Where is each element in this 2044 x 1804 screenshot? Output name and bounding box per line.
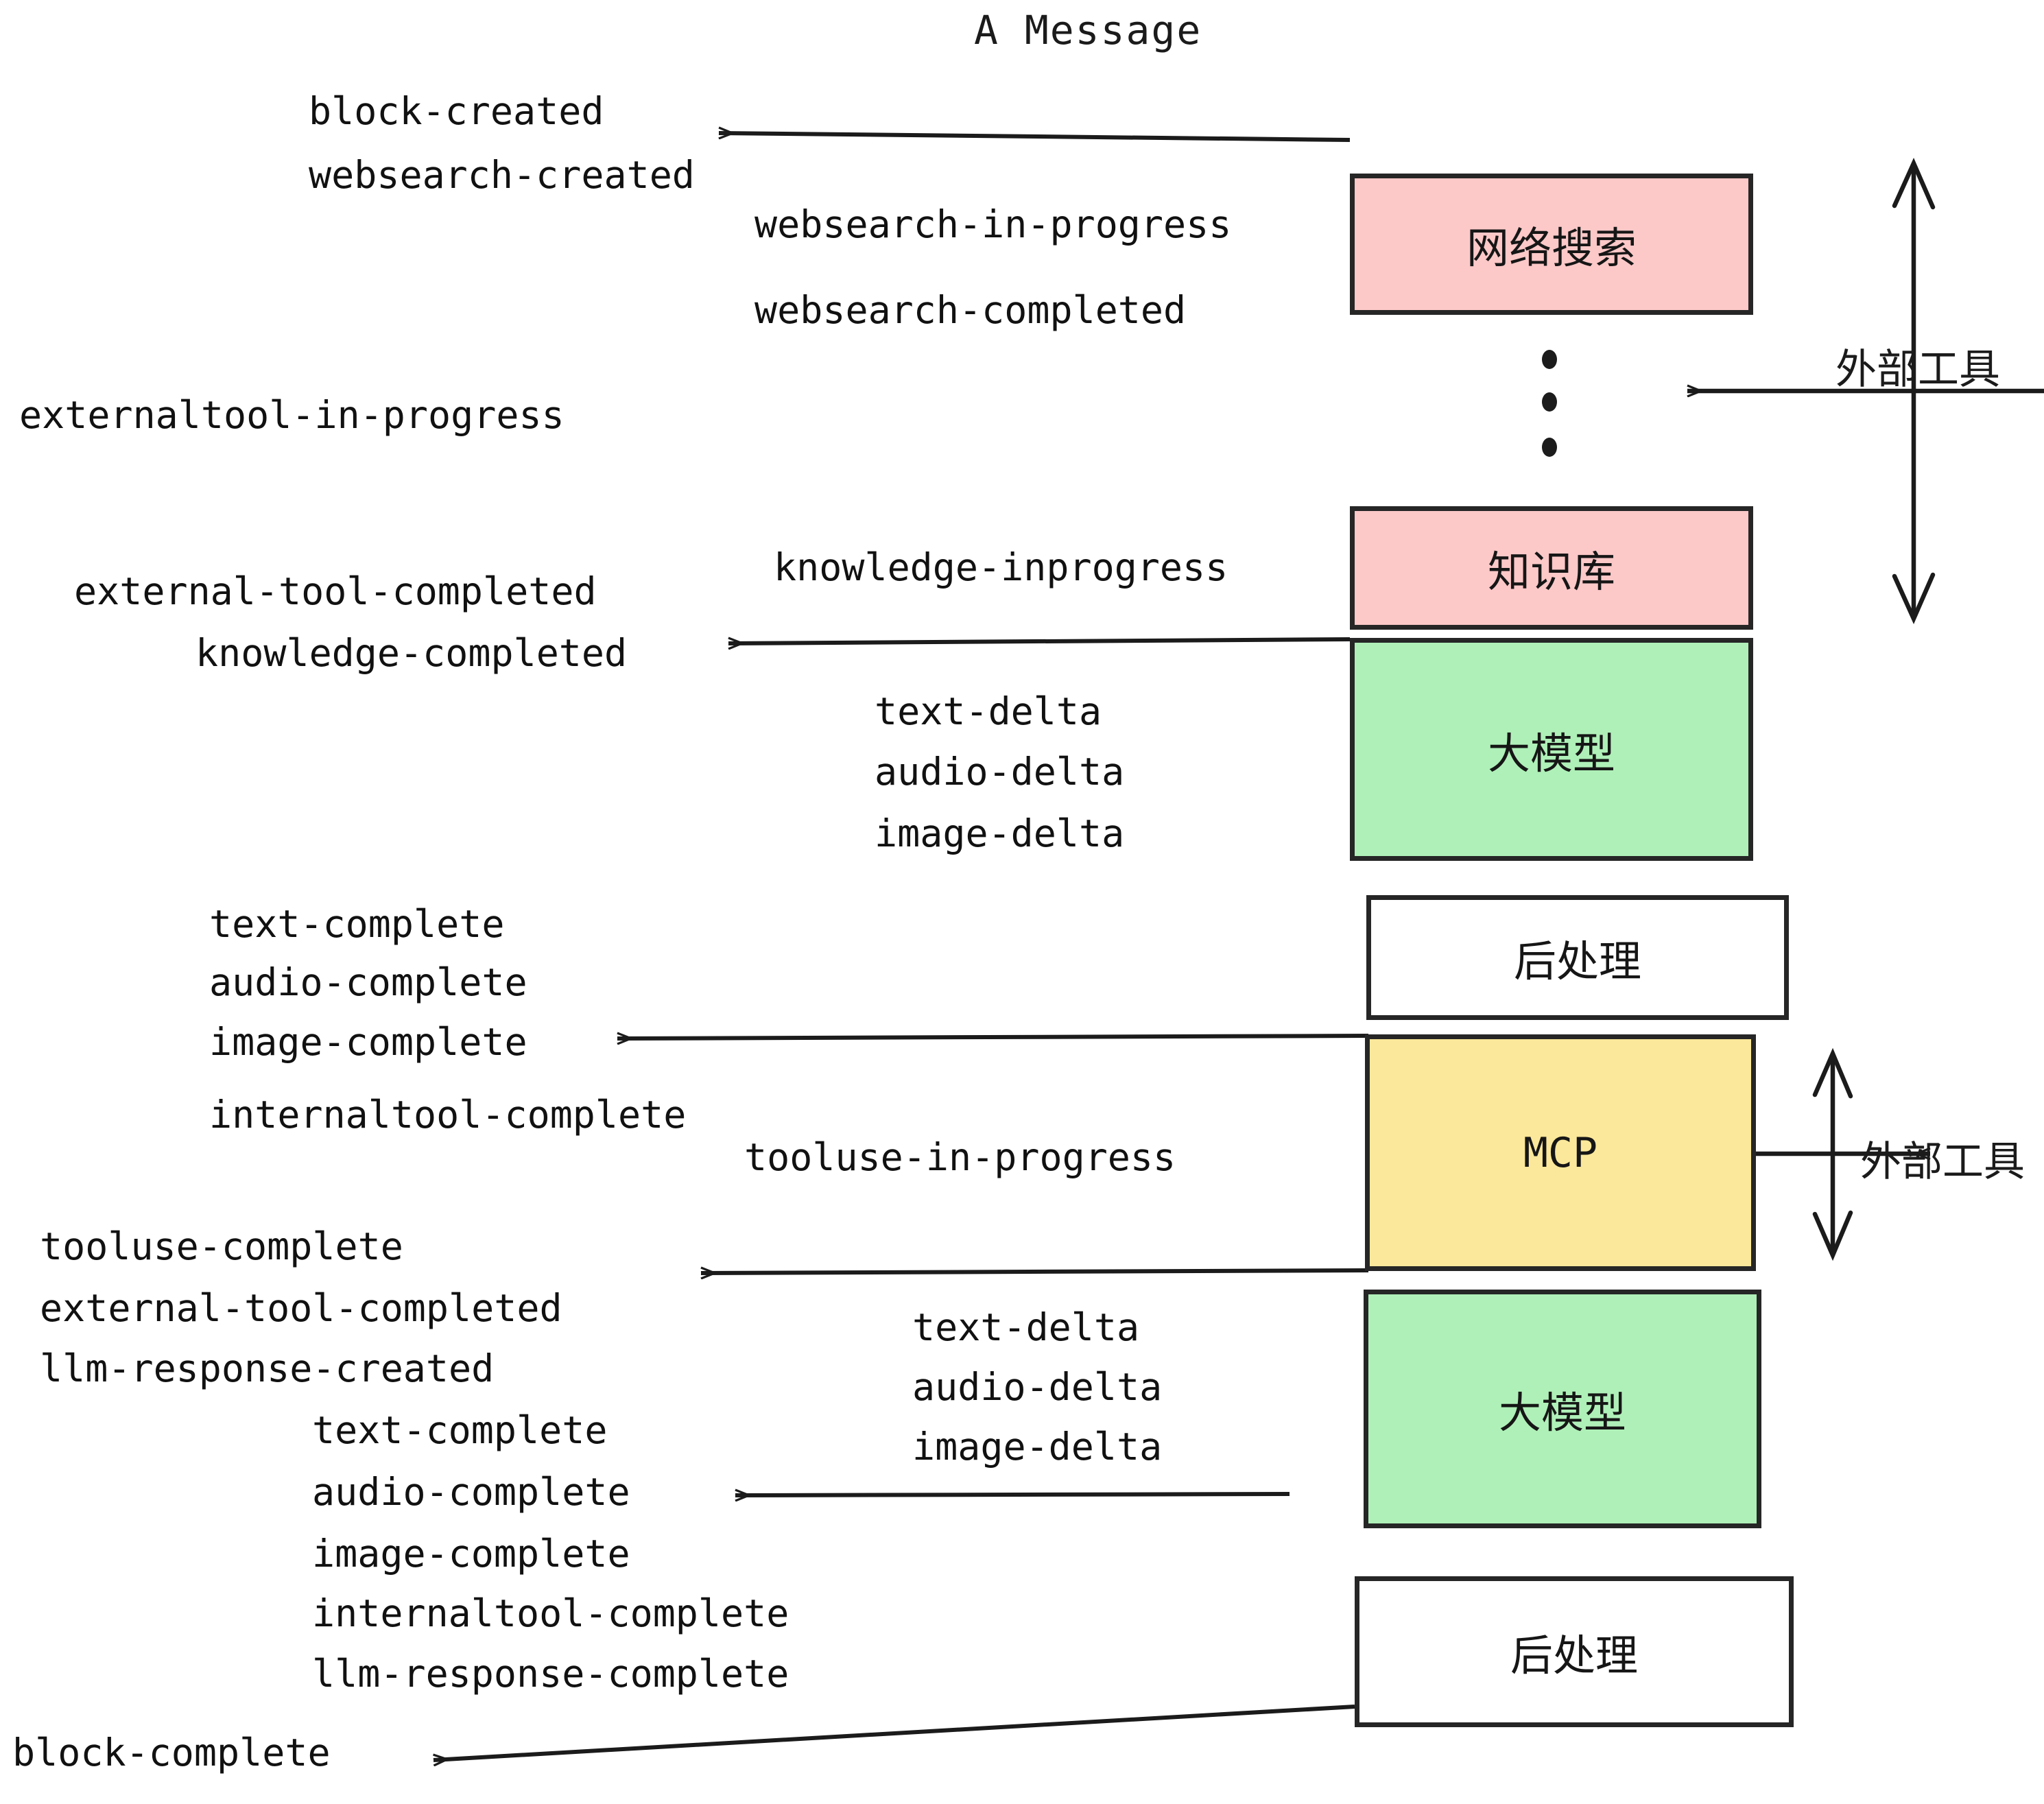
event-label-knowledge-completed: knowledge-completed: [195, 631, 628, 675]
event-label-audio-complete-2: audio-complete: [312, 1470, 630, 1514]
event-label-audio-complete-1: audio-complete: [209, 960, 527, 1004]
component-box-postprocess-bottom[interactable]: 后处理: [1355, 1576, 1794, 1727]
bracket-bottom-head-dn: [1812, 1210, 1853, 1261]
event-label-tooluse-in-progress: tooluse-in-progress: [744, 1135, 1176, 1179]
event-label-audio-delta-1: audio-delta: [875, 750, 1125, 794]
ellipsis-dot: [1542, 438, 1557, 457]
event-label-text-complete-1: text-complete: [209, 902, 505, 946]
diagram-title: A Message: [974, 7, 1202, 54]
event-label-image-delta-2: image-delta: [912, 1425, 1163, 1469]
bracket-top-head-dn: [1892, 572, 1936, 625]
event-label-llm-response-created: llm-response-created: [40, 1346, 495, 1390]
component-box-mcp[interactable]: MCP: [1365, 1034, 1756, 1271]
connector-knowledge-completed: [728, 639, 1351, 643]
connector-tooluse-complete: [701, 1270, 1369, 1273]
event-label-block-created: block-created: [309, 89, 604, 133]
event-label-text-delta-1: text-delta: [875, 689, 1102, 733]
event-label-llm-response-complete: llm-response-complete: [312, 1652, 789, 1696]
group-label-external-tools-top: 外部工具: [1835, 346, 2000, 394]
event-label-websearch-created: websearch-created: [309, 153, 695, 197]
event-label-externaltool-in-progress: externaltool-in-progress: [19, 393, 565, 437]
event-label-tooluse-complete: tooluse-complete: [40, 1224, 403, 1268]
group-label-external-tools-bottom: 外部工具: [1860, 1138, 2025, 1186]
connector-block-complete: [433, 1705, 1355, 1760]
event-label-external-tool-completed-2: external-tool-completed: [40, 1286, 562, 1330]
event-label-image-complete-2: image-complete: [312, 1532, 630, 1576]
event-label-external-tool-completed-1: external-tool-completed: [74, 569, 597, 613]
event-label-websearch-completed: websearch-completed: [754, 288, 1187, 332]
component-box-llm-top[interactable]: 大模型: [1350, 638, 1753, 861]
event-label-websearch-in-progress: websearch-in-progress: [754, 202, 1232, 246]
component-box-websearch[interactable]: 网络搜索: [1350, 174, 1753, 315]
component-box-knowledge[interactable]: 知识库: [1350, 506, 1753, 630]
event-label-text-delta-2: text-delta: [912, 1305, 1140, 1349]
connector-block-created: [719, 133, 1351, 142]
ellipsis-dot: [1542, 350, 1557, 369]
bracket-top-head-up: [1892, 157, 1936, 210]
event-label-audio-delta-2: audio-delta: [912, 1365, 1163, 1409]
event-label-image-complete-1: image-complete: [209, 1020, 527, 1064]
event-label-image-delta-1: image-delta: [875, 811, 1125, 855]
event-label-internaltool-complete-2: internaltool-complete: [312, 1591, 789, 1635]
component-box-postprocess-top[interactable]: 后处理: [1366, 895, 1789, 1020]
event-label-block-complete: block-complete: [12, 1731, 331, 1775]
bracket-bottom-head-up: [1812, 1047, 1853, 1099]
event-label-knowledge-inprogress: knowledge-inprogress: [774, 545, 1228, 589]
event-label-text-complete-2: text-complete: [312, 1408, 608, 1452]
ellipsis-dot: [1542, 392, 1557, 412]
connector-audio-complete: [735, 1494, 1290, 1495]
component-box-llm-bottom[interactable]: 大模型: [1364, 1290, 1761, 1528]
event-label-internaltool-complete-1: internaltool-complete: [209, 1093, 687, 1137]
connector-image-complete: [617, 1036, 1369, 1039]
